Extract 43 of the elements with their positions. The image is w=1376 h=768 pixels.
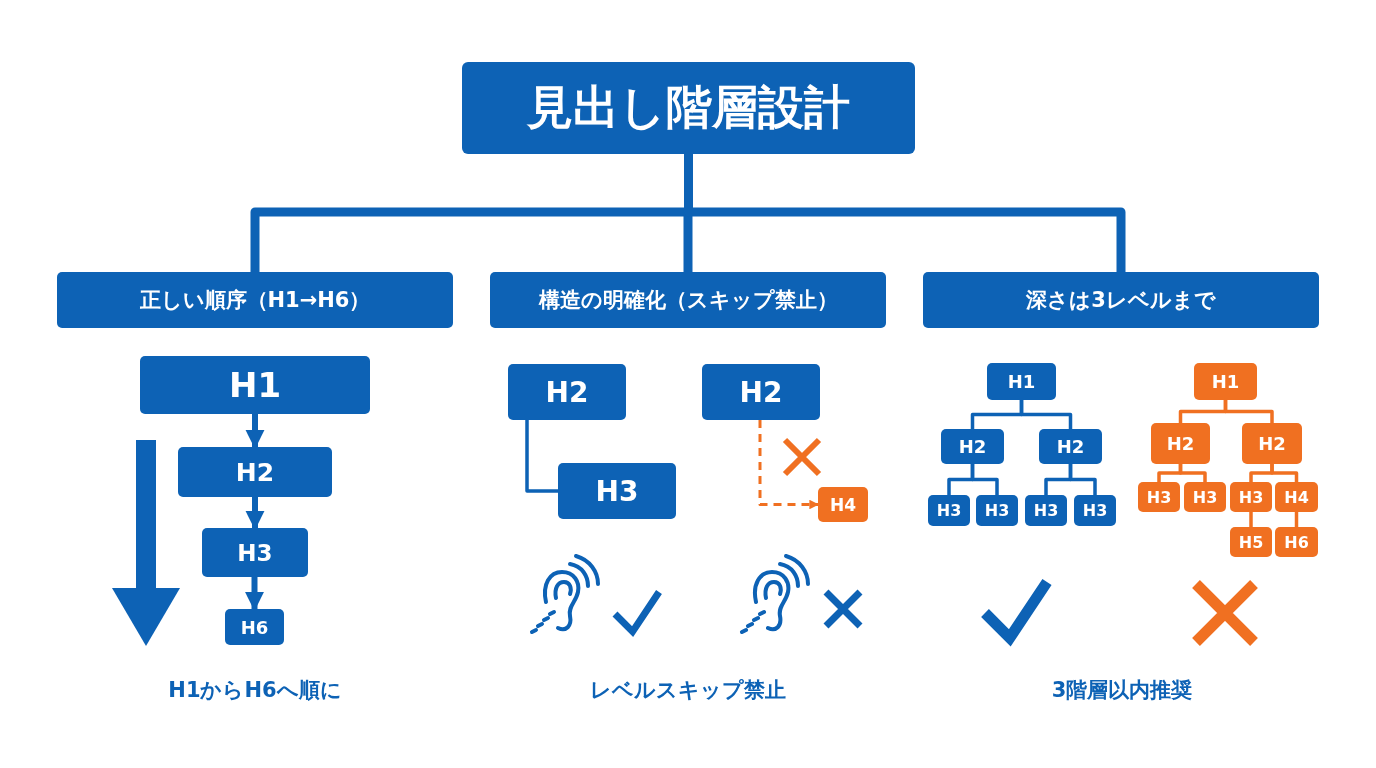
heading-box: H2 (702, 364, 820, 420)
heading-box: H6 (225, 609, 284, 645)
heading-box: H3 (1025, 495, 1067, 526)
connector-line (1068, 464, 1097, 495)
category-header: 深さは3レベルまで (923, 272, 1319, 328)
heading-box: H2 (1039, 429, 1102, 464)
connector-line (525, 420, 558, 493)
heading-box: H4 (818, 487, 868, 522)
connector-line (1178, 464, 1207, 482)
arrow (245, 414, 265, 449)
heading-box: H2 (1242, 423, 1302, 464)
title-box: 見出し階層設計 (462, 62, 915, 154)
heading-box: H1 (1194, 363, 1257, 400)
heading-box: H2 (178, 447, 332, 497)
heading-box: H6 (1275, 527, 1318, 557)
category-header: 構造の明確化（スキップ禁止） (490, 272, 886, 328)
heading-box: H5 (1230, 527, 1272, 557)
heading-box: H3 (1074, 495, 1116, 526)
connector-line (1223, 400, 1274, 423)
arrow (244, 577, 265, 611)
caption-text: H1からH6へ順に (168, 677, 342, 704)
heading-box: H2 (941, 429, 1004, 464)
category-header: 正しい順序（H1→H6） (57, 272, 453, 328)
connector-line (1249, 512, 1253, 527)
caption-text: 3階層以内推奨 (1051, 677, 1193, 704)
heading-box: H2 (508, 364, 626, 420)
connector-line (1019, 400, 1073, 429)
heading-box: H3 (1230, 482, 1272, 512)
arrow (758, 420, 819, 510)
heading-box: H3 (202, 528, 308, 577)
heading-box: H3 (1138, 482, 1180, 512)
heading-box: H3 (976, 495, 1018, 526)
arrow (245, 497, 265, 530)
heading-box: H3 (558, 463, 676, 519)
connector-line (970, 464, 999, 495)
heading-box: H2 (1151, 423, 1210, 464)
caption-text: レベルスキップ禁止 (590, 677, 786, 704)
heading-box: H3 (1184, 482, 1226, 512)
heading-box: H1 (140, 356, 370, 414)
heading-box: H1 (987, 363, 1056, 400)
heading-box: H4 (1275, 482, 1318, 512)
connector-line (1270, 464, 1299, 482)
heading-box: H3 (928, 495, 970, 526)
